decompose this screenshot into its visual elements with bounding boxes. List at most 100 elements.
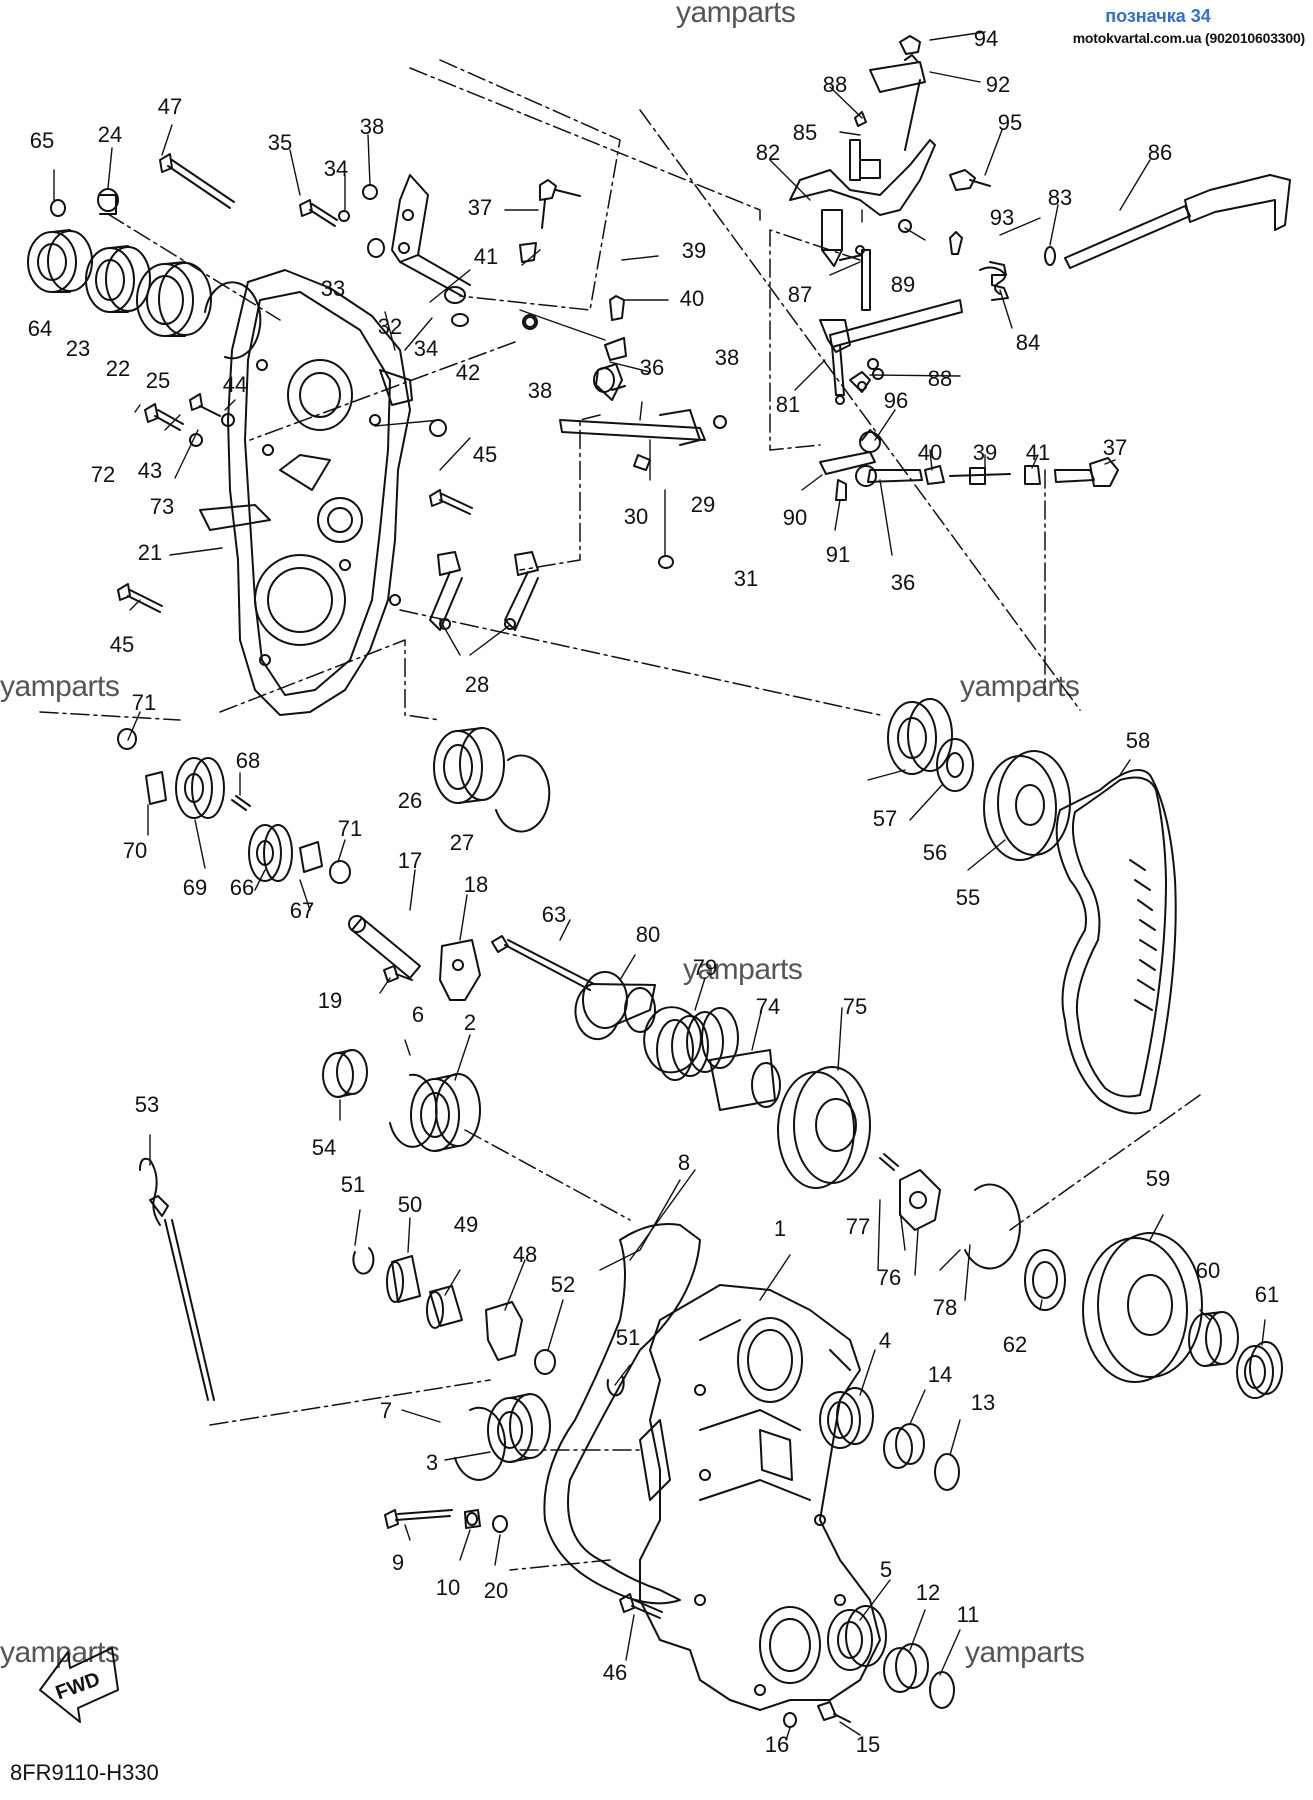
callout-71b: 71 — [338, 816, 362, 841]
fwd-arrow-icon — [39, 1647, 119, 1723]
callout-73: 73 — [150, 494, 174, 519]
diagram-code: 8FR9110-H330 — [10, 1760, 159, 1785]
watermark: yamparts — [0, 670, 120, 703]
callout-76: 76 — [877, 1265, 901, 1290]
callout-3: 3 — [426, 1450, 438, 1475]
callout-7: 7 — [380, 1398, 392, 1423]
callout-63: 63 — [542, 902, 566, 927]
callout-38c: 38 — [715, 345, 739, 370]
callout-29: 29 — [691, 492, 715, 517]
callout-80: 80 — [636, 922, 660, 947]
watermark: yamparts — [965, 1636, 1085, 1669]
callout-5: 5 — [880, 1557, 892, 1582]
reverse-linkage-top-right — [789, 35, 1291, 501]
header-site-text: motokvartal.com.ua (902010603300) — [1072, 30, 1306, 46]
callout-40b: 40 — [918, 440, 942, 465]
header-reference: позначка 34 — [1105, 6, 1211, 26]
callout-42: 42 — [456, 360, 480, 385]
callout-34b: 34 — [414, 336, 438, 361]
callout-92: 92 — [986, 72, 1010, 97]
callout-22: 22 — [106, 356, 130, 381]
output-gears — [1024, 1232, 1283, 1399]
watermark: yamparts — [676, 0, 796, 29]
callout-88: 88 — [823, 72, 847, 97]
callout-65: 65 — [30, 128, 54, 153]
callout-81: 81 — [776, 392, 800, 417]
callout-4: 4 — [879, 1328, 891, 1353]
callout-69: 69 — [183, 875, 207, 900]
callout-77: 77 — [846, 1214, 870, 1239]
callout-32: 32 — [378, 314, 402, 339]
callout-27: 27 — [450, 830, 474, 855]
callout-21: 21 — [138, 540, 162, 565]
callout-51: 51 — [341, 1172, 365, 1197]
callout-62: 62 — [1003, 1332, 1027, 1357]
callout-44: 44 — [223, 372, 247, 397]
left-bearing-stack — [27, 188, 262, 360]
bearing-set-54-6-2 — [322, 1049, 481, 1152]
callout-31: 31 — [734, 566, 758, 591]
callout-39: 39 — [682, 238, 706, 263]
callout-16: 16 — [765, 1732, 789, 1757]
callout-70: 70 — [123, 838, 147, 863]
callout-2: 2 — [464, 1010, 476, 1035]
callout-58: 58 — [1126, 728, 1150, 753]
callout-48: 48 — [513, 1242, 537, 1267]
callout-87: 87 — [788, 282, 812, 307]
callout-50: 50 — [398, 1192, 422, 1217]
callout-38b: 38 — [528, 378, 552, 403]
callout-11: 11 — [957, 1602, 980, 1627]
callout-numbers: 1 2 3 4 5 6 7 8 9 10 11 12 13 14 15 16 1… — [28, 26, 1279, 1757]
callout-96: 96 — [884, 388, 908, 413]
dipstick — [139, 1157, 215, 1401]
watermark: yamparts — [683, 953, 803, 986]
callout-43: 43 — [138, 458, 162, 483]
callout-75: 75 — [843, 994, 867, 1019]
callout-84: 84 — [1016, 330, 1040, 355]
bolt-9-10-20 — [384, 1509, 508, 1533]
callout-38: 38 — [360, 114, 384, 139]
drive-chain — [1055, 769, 1177, 1115]
callout-36b: 36 — [891, 570, 915, 595]
callout-19: 19 — [318, 988, 342, 1013]
callout-52: 52 — [551, 1272, 575, 1297]
secondary-shaft-group — [491, 935, 1021, 1270]
callout-36: 36 — [640, 355, 664, 380]
callout-85: 85 — [793, 120, 817, 145]
callout-15: 15 — [856, 1732, 880, 1757]
callout-8: 8 — [678, 1150, 690, 1175]
callout-57: 57 — [873, 806, 897, 831]
callout-14: 14 — [928, 1362, 952, 1387]
small-parts-48-52 — [352, 1247, 625, 1397]
callout-20: 20 — [484, 1578, 508, 1603]
counter-gear-set — [117, 728, 351, 884]
shaft-17-plate-18 — [348, 915, 481, 1001]
callout-90: 90 — [783, 505, 807, 530]
callout-95: 95 — [998, 110, 1022, 135]
callout-49: 49 — [454, 1212, 478, 1237]
transmission-cover-left — [199, 269, 413, 716]
callout-64: 64 — [28, 316, 52, 341]
callout-26: 26 — [398, 788, 422, 813]
callout-94: 94 — [974, 26, 998, 51]
callout-1: 1 — [774, 1216, 786, 1241]
callout-9: 9 — [392, 1550, 404, 1575]
drive-gears-right — [887, 698, 1071, 861]
callout-55: 55 — [956, 885, 980, 910]
callout-39b: 39 — [973, 440, 997, 465]
callout-46: 46 — [603, 1660, 627, 1685]
callout-74: 74 — [756, 994, 780, 1019]
callout-33: 33 — [321, 276, 345, 301]
bearing-26-27 — [433, 727, 551, 833]
bearing-7-3 — [454, 1393, 551, 1481]
callout-28: 28 — [465, 672, 489, 697]
callout-59: 59 — [1146, 1166, 1170, 1191]
callout-86: 86 — [1148, 140, 1172, 165]
callout-6: 6 — [412, 1002, 424, 1027]
main-transmission-case — [639, 1284, 881, 1711]
callout-60: 60 — [1196, 1258, 1220, 1283]
shift-linkage-top — [338, 174, 727, 569]
callout-71: 71 — [132, 690, 156, 715]
callout-82: 82 — [756, 140, 780, 165]
watermark: yamparts — [960, 670, 1080, 703]
